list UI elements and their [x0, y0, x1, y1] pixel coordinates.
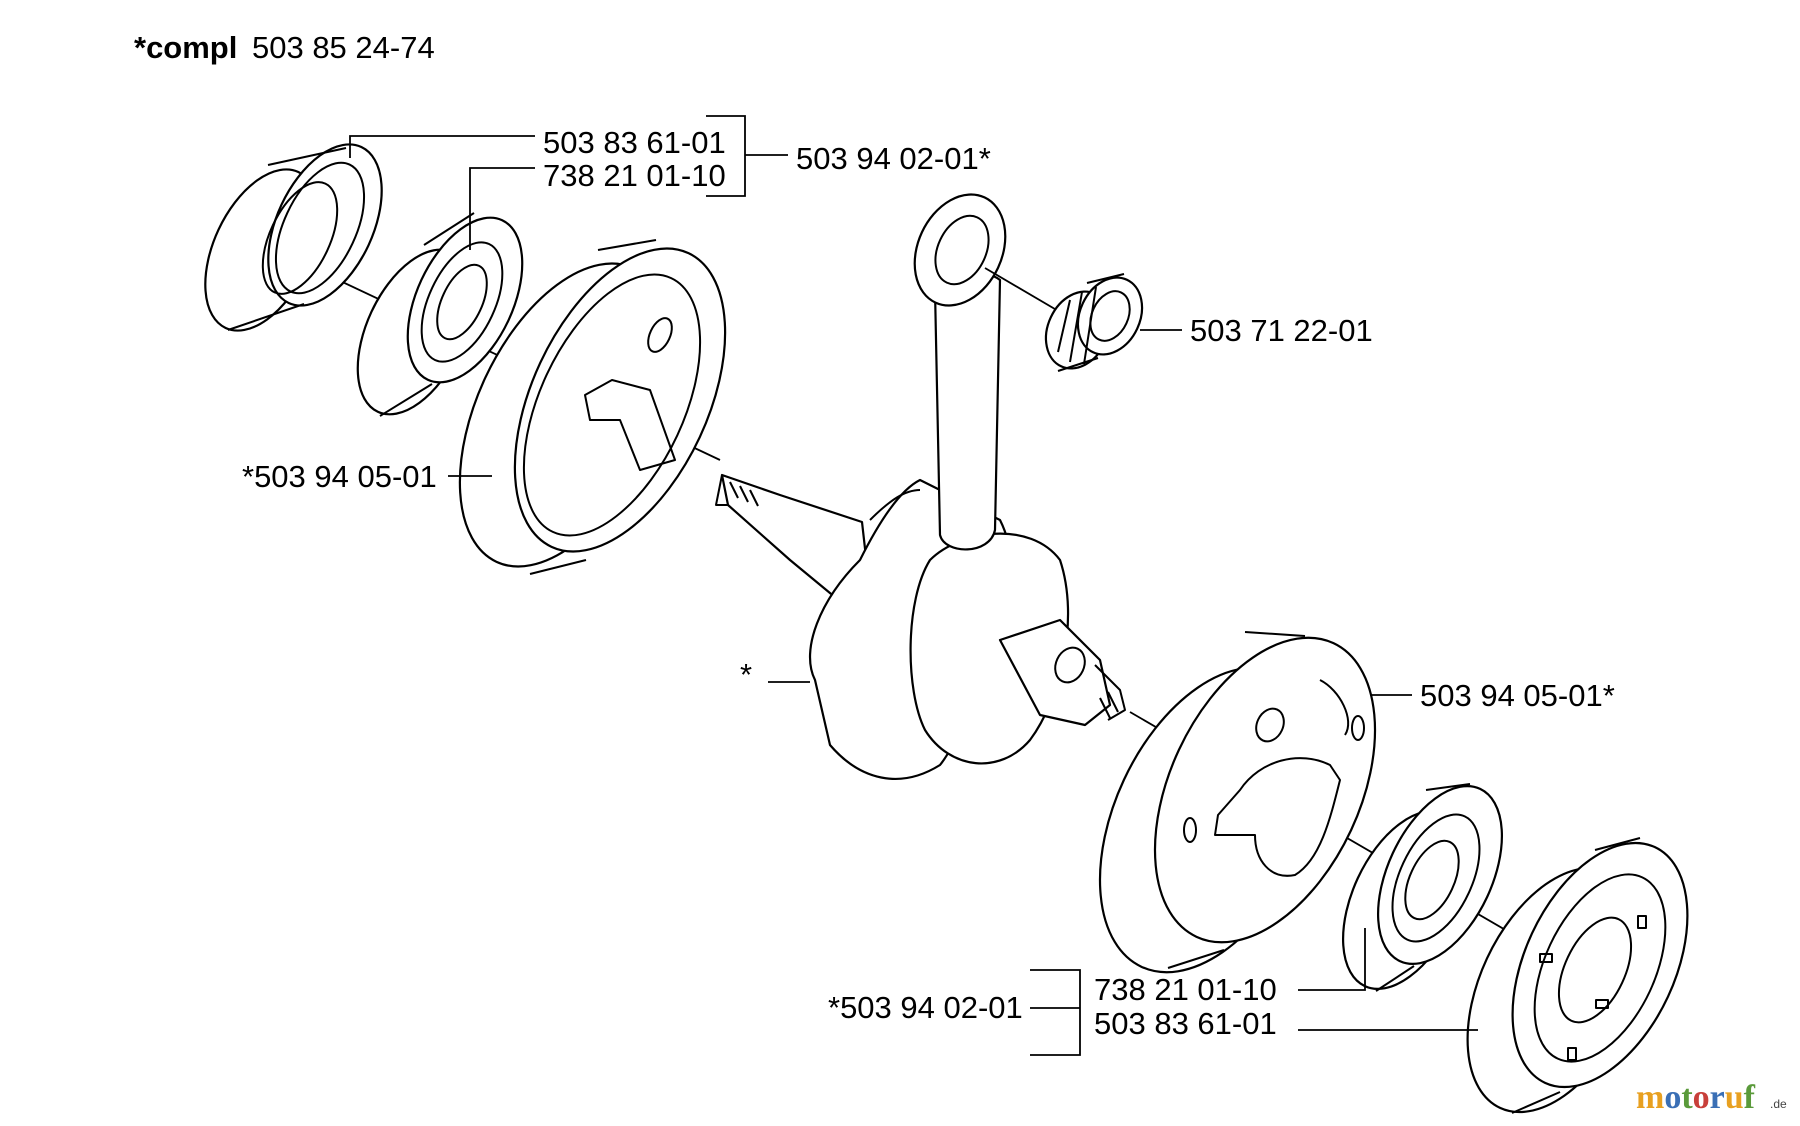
assembly-header: *compl 503 85 24-74	[134, 30, 435, 65]
watermark-logo: motoruf	[1636, 1079, 1756, 1116]
bearing-top-left-part	[204, 143, 383, 332]
seal-bottom-right-part	[1341, 783, 1504, 992]
seal-top-left-part	[356, 212, 524, 417]
label-seal-top-left: 738 21 01-10	[543, 158, 726, 193]
label-crankshaft: *	[740, 657, 752, 692]
header-prefix: *compl	[134, 30, 237, 65]
bearing-bottom-right-part	[1466, 837, 1689, 1114]
label-needle-bearing: 503 71 22-01	[1190, 313, 1373, 348]
crank-half-left-part	[458, 239, 727, 575]
watermark-suffix: .de	[1770, 1097, 1787, 1111]
header-number: 503 85 24-74	[252, 30, 435, 65]
label-bearing-bottom-right: 503 83 61-01	[1094, 1006, 1277, 1041]
leader-lines	[349, 115, 1478, 1056]
label-kit-bottom: *503 94 02-01	[828, 990, 1023, 1025]
crankshaft-part	[715, 193, 1126, 780]
label-bearing-top-left: 503 83 61-01	[543, 125, 726, 160]
label-crank-half-left: *503 94 05-01	[242, 459, 437, 494]
crank-half-right-part	[1098, 631, 1377, 974]
label-kit-top: 503 94 02-01*	[796, 141, 991, 176]
needle-bearing-part	[984, 267, 1144, 372]
label-seal-bottom-right: 738 21 01-10	[1094, 972, 1277, 1007]
label-crank-half-right: 503 94 05-01*	[1420, 678, 1615, 713]
